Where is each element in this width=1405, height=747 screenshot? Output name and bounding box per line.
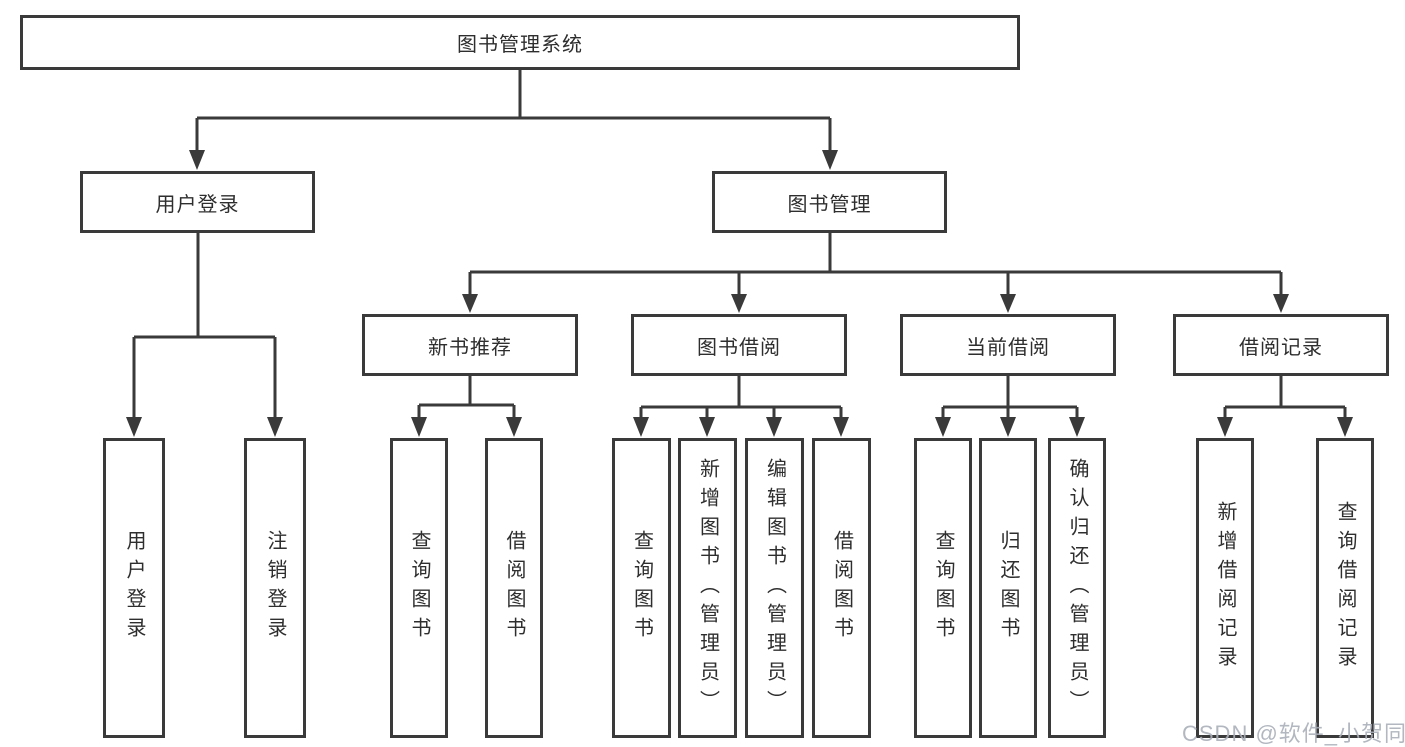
leaf-confirm-return-admin: 确认归还（管理员）	[1048, 438, 1106, 738]
node-book-borrow: 图书借阅	[631, 314, 847, 376]
leaf-borrow-book: 借阅图书	[812, 438, 871, 738]
leaf-query-books-recommend: 查询图书	[390, 438, 448, 738]
node-current-borrow: 当前借阅	[900, 314, 1116, 376]
node-book-management: 图书管理	[712, 171, 947, 233]
node-user-login: 用户登录	[80, 171, 315, 233]
leaf-borrow-books-recommend: 借阅图书	[485, 438, 543, 738]
leaf-logout: 注销登录	[244, 438, 306, 738]
node-system-root: 图书管理系统	[20, 15, 1020, 70]
node-borrow-records: 借阅记录	[1173, 314, 1389, 376]
leaf-add-borrow-record: 新增借阅记录	[1196, 438, 1254, 738]
leaf-edit-book-admin: 编辑图书（管理员）	[745, 438, 804, 738]
node-new-book-recommend: 新书推荐	[362, 314, 578, 376]
leaf-query-books-borrow: 查询图书	[612, 438, 671, 738]
csdn-watermark: CSDN @软件_小贺同学	[1182, 721, 1405, 746]
leaf-add-book-admin: 新增图书（管理员）	[678, 438, 737, 738]
leaf-user-login: 用户登录	[103, 438, 165, 738]
leaf-return-book: 归还图书	[979, 438, 1037, 738]
leaf-query-books-current: 查询图书	[914, 438, 972, 738]
leaf-query-borrow-record: 查询借阅记录	[1316, 438, 1374, 738]
